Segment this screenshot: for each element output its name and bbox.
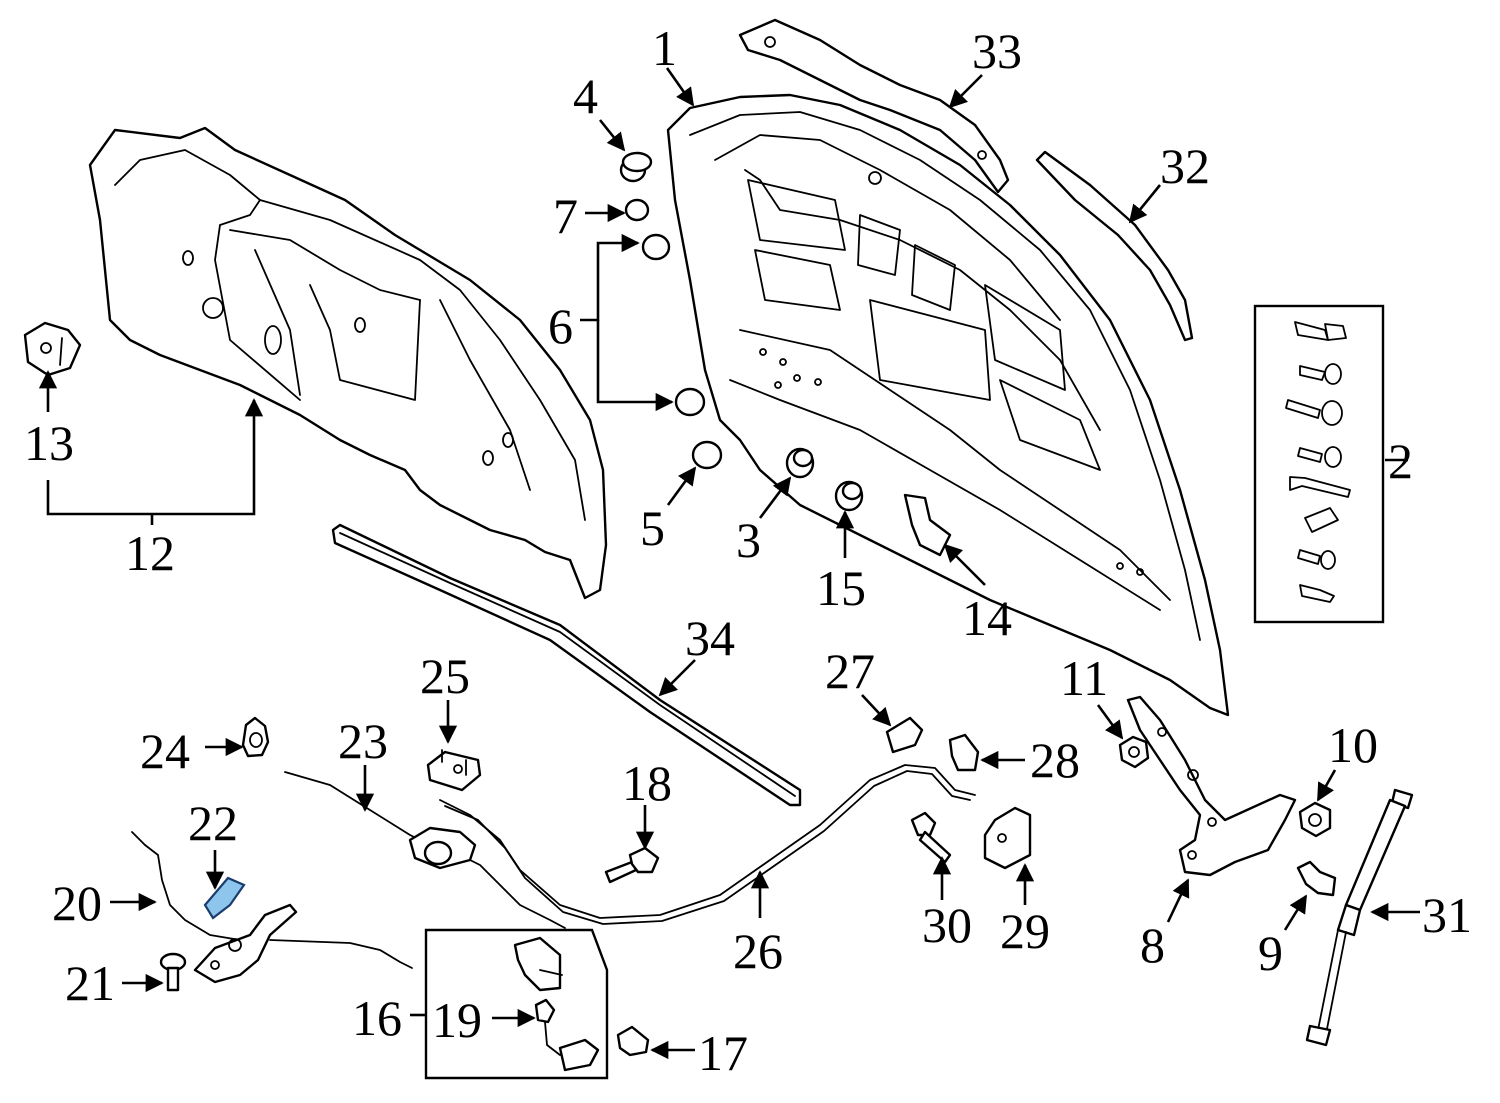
hinge-part-8[interactable] <box>1126 695 1297 877</box>
callout-numbers: 1 2 3 4 5 6 7 8 9 10 11 12 13 14 15 16 1… <box>24 20 1472 1081</box>
hood-insulator-part-12[interactable] <box>88 126 608 600</box>
callout-25: 25 <box>420 648 470 704</box>
callout-17: 17 <box>698 1025 748 1081</box>
bumper-part-4[interactable] <box>619 151 653 183</box>
bracket-part-22-highlighted[interactable] <box>203 876 246 920</box>
callout-3: 3 <box>736 512 761 568</box>
release-cable-part-26[interactable] <box>439 764 976 925</box>
leader-lines <box>38 67 1420 1060</box>
callout-31: 31 <box>1422 887 1472 943</box>
callout-9: 9 <box>1258 925 1283 981</box>
callout-26: 26 <box>733 923 783 979</box>
nut-part-11[interactable] <box>1118 735 1150 769</box>
bolt-part-30[interactable] <box>910 811 952 864</box>
latch-cable-part-20[interactable] <box>131 831 413 984</box>
callout-28: 28 <box>1030 732 1080 788</box>
callout-32: 32 <box>1160 138 1210 194</box>
bumper-part-6-upper[interactable] <box>641 233 671 261</box>
bumper-part-15[interactable] <box>834 480 864 512</box>
latch-assembly-box-part-16[interactable] <box>424 928 609 1080</box>
callout-12: 12 <box>125 525 175 581</box>
callout-34: 34 <box>685 610 735 666</box>
seal-part-34[interactable] <box>331 523 802 807</box>
callout-33: 33 <box>972 23 1022 79</box>
callout-5: 5 <box>640 500 665 556</box>
callout-27: 27 <box>825 643 875 699</box>
gas-strut-part-31[interactable] <box>1305 788 1414 1047</box>
bumper-part-6-lower[interactable] <box>674 387 706 417</box>
callout-16: 16 <box>352 990 402 1046</box>
callout-10: 10 <box>1328 717 1378 773</box>
bumper-part-3[interactable] <box>785 447 815 479</box>
callout-23: 23 <box>338 713 388 769</box>
callout-13: 13 <box>24 415 74 471</box>
hood-panel-part-1[interactable] <box>666 93 1230 717</box>
callout-19: 19 <box>432 992 482 1048</box>
seal-part-33[interactable] <box>738 18 1010 194</box>
callout-14: 14 <box>962 590 1012 646</box>
nut-part-10[interactable] <box>1298 801 1332 838</box>
callout-29: 29 <box>1000 903 1050 959</box>
callout-15: 15 <box>816 560 866 616</box>
callout-24: 24 <box>140 723 190 779</box>
callout-11: 11 <box>1060 650 1108 706</box>
seal-part-32[interactable] <box>1035 150 1194 342</box>
callout-21: 21 <box>65 955 115 1011</box>
callout-20: 20 <box>52 875 102 931</box>
callout-7: 7 <box>553 188 578 244</box>
clip-part-24[interactable] <box>241 716 270 758</box>
bracket-part-27[interactable] <box>885 716 924 754</box>
switch-part-19[interactable] <box>534 998 600 1072</box>
bracket-part-29[interactable] <box>983 806 1032 870</box>
callout-6: 6 <box>548 298 573 354</box>
callout-8: 8 <box>1140 917 1165 973</box>
bumper-part-5[interactable] <box>691 440 723 470</box>
clip-part-25[interactable] <box>426 749 482 792</box>
clip-part-9[interactable] <box>1296 860 1337 897</box>
bumper-part-7[interactable] <box>624 198 650 222</box>
callout-2: 2 <box>1388 433 1413 489</box>
bumper-part-17[interactable] <box>616 1025 650 1057</box>
bolt-part-18[interactable] <box>604 846 660 884</box>
clip-part-13[interactable] <box>23 321 82 377</box>
release-cable-part-23[interactable] <box>284 771 566 929</box>
fastener-kit-part-2[interactable] <box>1253 304 1385 624</box>
screw-part-21[interactable] <box>159 952 187 992</box>
clip-part-28[interactable] <box>948 733 980 772</box>
callout-22: 22 <box>188 795 238 851</box>
callout-4: 4 <box>573 68 598 124</box>
callout-18: 18 <box>622 755 672 811</box>
callout-1: 1 <box>652 20 677 76</box>
callout-30: 30 <box>922 897 972 953</box>
